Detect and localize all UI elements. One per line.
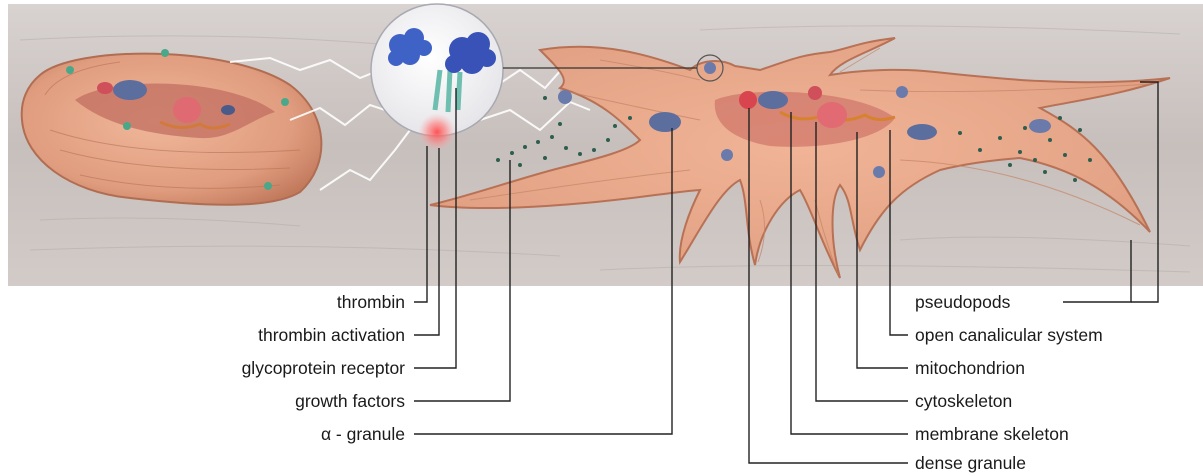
label-dense-granule: dense granule — [915, 453, 1026, 473]
label-growth-factors: growth factors — [295, 391, 405, 411]
thrombin-activation-glow — [418, 113, 456, 151]
label-alpha-granule: α - granule — [321, 424, 405, 444]
label-thrombin-activation: thrombin activation — [258, 325, 405, 345]
label-cytoskeleton: cytoskeleton — [915, 391, 1012, 411]
label-mitochondrion: mitochondrion — [915, 358, 1025, 378]
label-glycoprotein-receptor: glycoprotein receptor — [242, 358, 406, 378]
label-open-canalicular-system: open canalicular system — [915, 325, 1103, 345]
label-pseudopods: pseudopods — [915, 292, 1011, 312]
label-membrane-skeleton: membrane skeleton — [915, 424, 1069, 444]
label-thrombin: thrombin — [337, 292, 405, 312]
